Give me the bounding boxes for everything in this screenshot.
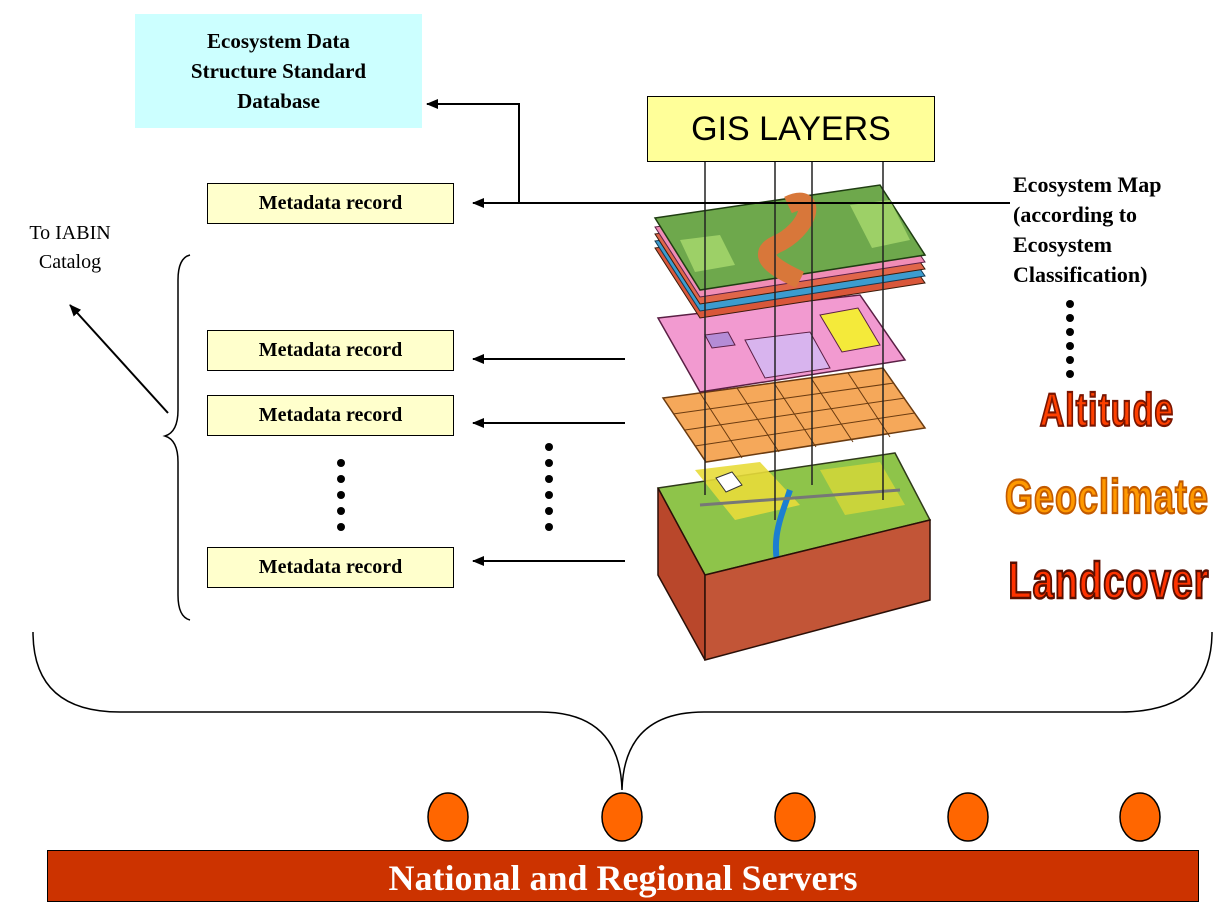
server-node-4 <box>947 792 989 842</box>
metadata-record-ecosystem: Metadata record <box>207 183 454 224</box>
grid-layer <box>661 367 927 463</box>
record-to-database-arrow <box>426 99 520 203</box>
terrain-block <box>656 452 932 661</box>
geoclimate-layer-label: Geoclimate <box>1004 468 1210 526</box>
ecosystem-map-line-1: Ecosystem Map <box>1013 172 1162 197</box>
ecosystem-map-line-4: Classification) <box>1013 262 1148 287</box>
database-line-2: Structure Standard <box>190 59 367 83</box>
metadata-record-n: Metadata record <box>207 547 454 588</box>
ellipsis-layers <box>1066 300 1074 378</box>
ecosystem-map-line-2: (according to <box>1013 202 1138 227</box>
server-node-3 <box>774 792 816 842</box>
iabin-line-1: To IABIN <box>29 222 111 244</box>
server-node-1 <box>427 792 469 842</box>
database-line-3: Database <box>237 89 320 113</box>
ellipsis-records <box>337 459 345 531</box>
to-catalog-arrow <box>69 304 169 414</box>
to-iabin-catalog-label: To IABIN Catalog <box>5 219 135 277</box>
server-nodes <box>427 792 1161 842</box>
records-brace <box>162 254 191 621</box>
ellipsis-arrows <box>545 443 553 531</box>
server-node-2 <box>601 792 643 842</box>
gis-layers-label: GIS LAYERS <box>647 96 935 162</box>
ecosystem-map-line-3: Ecosystem <box>1013 232 1112 257</box>
iabin-line-2: Catalog <box>38 251 102 273</box>
altitude-layer-label: Altitude <box>1039 384 1175 437</box>
database-line-1: Ecosystem Data <box>207 29 350 53</box>
national-regional-servers-bar: National and Regional Servers <box>47 850 1199 902</box>
ecosystem-map-label: Ecosystem Map (according to Ecosystem Cl… <box>1013 170 1218 290</box>
metadata-record-2: Metadata record <box>207 395 454 436</box>
landcover-layer-label: Landcover <box>1008 552 1210 611</box>
ecosystem-standard-database: Ecosystem Data Structure Standard Databa… <box>135 14 422 128</box>
server-node-5 <box>1119 792 1161 842</box>
gis-stack-illustration <box>653 162 932 661</box>
servers-brace <box>32 631 1213 791</box>
polygon-layer <box>656 294 907 393</box>
metadata-record-1: Metadata record <box>207 330 454 371</box>
layer-pins <box>704 162 884 520</box>
